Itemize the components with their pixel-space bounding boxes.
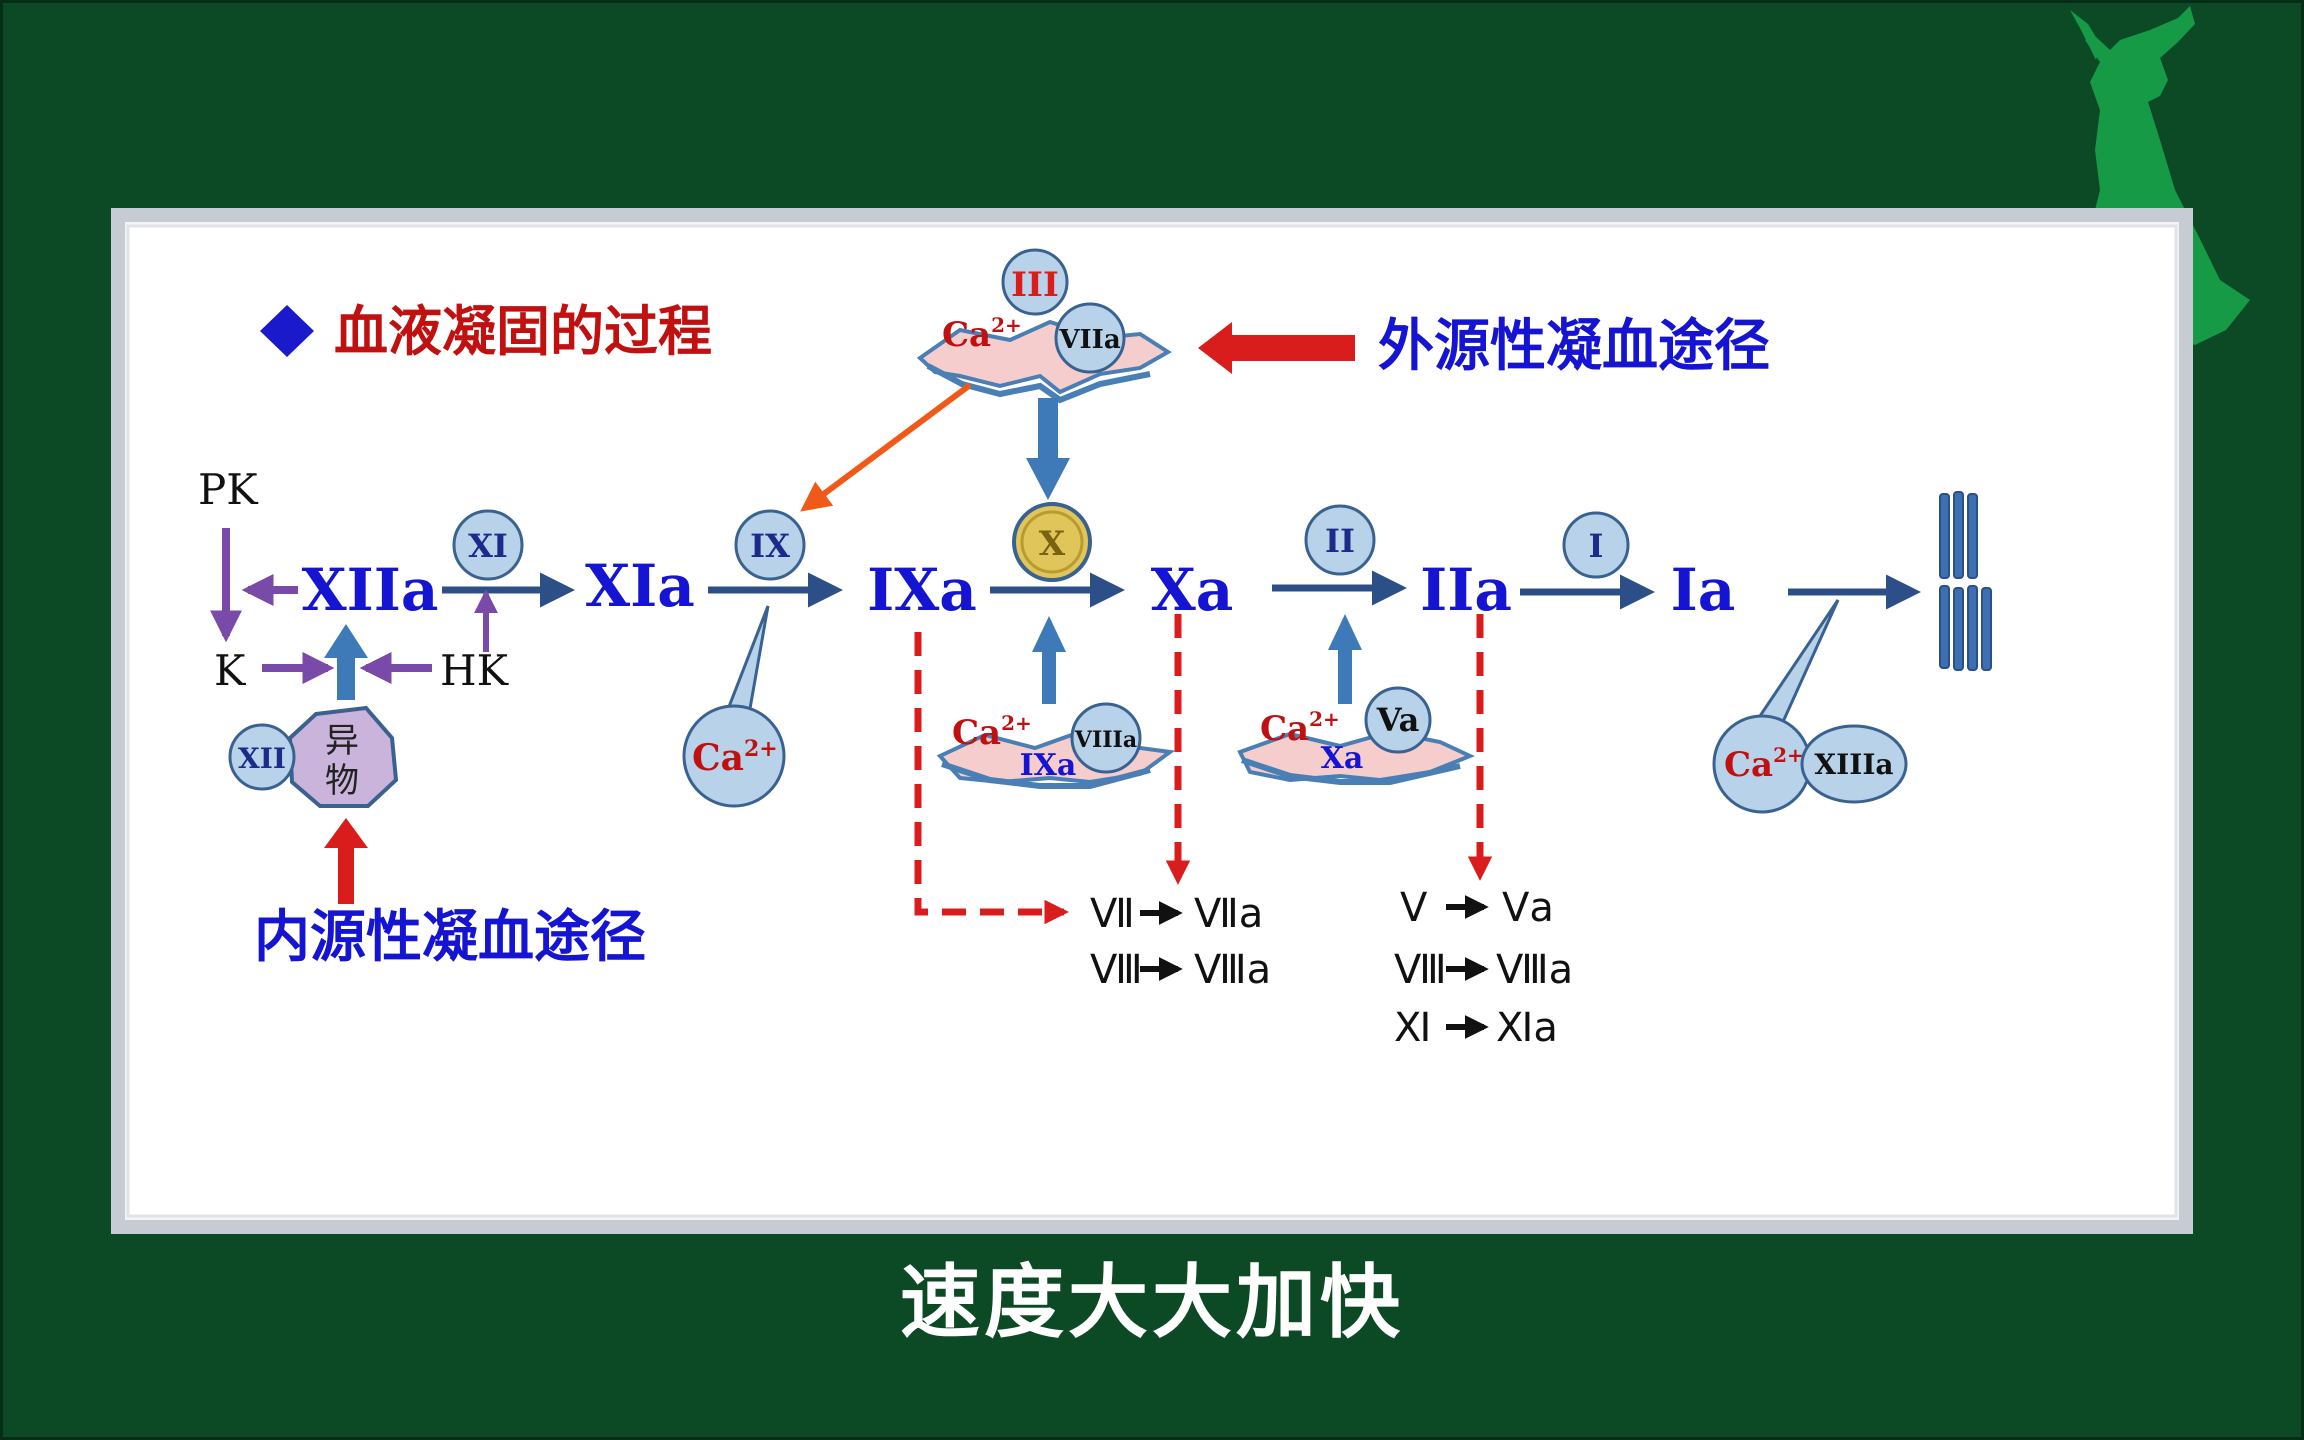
feedback-right-from-2: Ⅺ — [1394, 1005, 1431, 1051]
tenase-complex: VIIIa Ca2+ IXa — [936, 702, 1176, 789]
ca-label-prothrombinase: Ca2+ — [1260, 707, 1340, 749]
factor-xii-circle — [228, 723, 296, 791]
k-label: K — [214, 646, 247, 695]
factor-ix-circle — [734, 509, 806, 581]
feedback-ixa-dashed — [914, 632, 1069, 925]
factor-xi-circle — [452, 509, 524, 581]
blue-arrow-to-x — [1026, 398, 1070, 500]
factor-x-circle — [1012, 502, 1092, 582]
factor-xiia: XIIa — [302, 556, 439, 624]
factor-i-label: I — [1589, 527, 1604, 565]
factor-xiiia-circle — [1800, 724, 1908, 804]
factor-xia: XIa — [585, 552, 695, 620]
ca-bubble-circle-1 — [682, 704, 786, 808]
ca-bubble-label-1: Ca2+ — [692, 736, 778, 779]
extrinsic-arrow — [1198, 322, 1355, 374]
feedback-right-to-1: Ⅷa — [1496, 947, 1573, 993]
ca-bubble-label-2: Ca2+ — [1724, 743, 1804, 785]
factor-x-label: X — [1039, 524, 1066, 564]
feedback-left-to-0: Ⅶa — [1194, 891, 1263, 937]
fibrin-strands-icon — [1939, 491, 1992, 671]
factor-ix-label: IX — [750, 527, 790, 565]
pk-label: PK — [198, 465, 259, 514]
factor-va-circle — [1364, 686, 1432, 754]
factor-xiiia-label: XIIIa — [1814, 748, 1893, 781]
feedback-left-from-0: Ⅶ — [1090, 891, 1135, 937]
ca-label-tenase: Ca2+ — [952, 711, 1032, 753]
feedback-right-to-2: Ⅺa — [1496, 1005, 1558, 1051]
prothrombinase-xa-label: Xa — [1321, 741, 1364, 776]
video-subtitle: 速度大大加快 — [900, 1256, 1404, 1349]
feedback-right-from-0: Ⅴ — [1400, 885, 1428, 931]
hk-label: HK — [440, 646, 510, 695]
ca-label-top: Ca2+ — [942, 313, 1022, 355]
factor-iii-label: III — [1011, 265, 1059, 305]
feedback-list-left: Ⅶ Ⅶa Ⅷ Ⅷa — [1090, 891, 1271, 993]
factor-xii-label: XII — [238, 742, 286, 775]
factor-viiia-circle — [1070, 702, 1142, 774]
factor-viia-circle — [1054, 302, 1126, 374]
factor-xa: Xa — [1151, 556, 1234, 624]
blue-arrow-prothrombinase-up — [1328, 614, 1362, 704]
red-arrow-up-to-foreign-body — [324, 818, 368, 904]
foreign-body-char-2: 物 — [325, 761, 359, 801]
prothrombinase-complex: Va Ca2+ Xa — [1237, 686, 1476, 785]
slide-title: 血液凝固的过程 — [334, 299, 712, 363]
feedback-right-to-0: Ⅴa — [1502, 885, 1554, 931]
extrinsic-pathway-label: 外源性凝血途径 — [1378, 313, 1770, 379]
factor-ia: Ia — [1671, 556, 1736, 624]
feedback-list-right: Ⅴ Ⅴa Ⅷ Ⅷa Ⅺ Ⅺa — [1394, 885, 1573, 1051]
factor-ii-label: II — [1325, 522, 1355, 560]
feedback-left-to-1: Ⅷa — [1194, 947, 1271, 993]
blue-arrow-up-to-xiia — [324, 624, 368, 700]
diamond-bullet-icon — [260, 305, 314, 357]
blue-arrow-tenase-up — [1032, 616, 1066, 704]
factor-xi-label: XI — [468, 527, 508, 565]
feedback-right-from-1: Ⅷ — [1394, 947, 1447, 993]
factor-va-label: Va — [1376, 701, 1420, 739]
intrinsic-pathway-label: 内源性凝血途径 — [254, 904, 646, 970]
factor-viia-label: VIIa — [1058, 325, 1120, 355]
factor-iii-circle — [1001, 248, 1069, 316]
orange-arrow-to-ix — [800, 382, 972, 512]
factor-viiia-label: VIIIa — [1074, 727, 1137, 753]
factor-iia: IIa — [1420, 556, 1512, 624]
foreign-body-char-1: 异 — [325, 721, 359, 761]
tissue-factor-complex: III VIIa Ca2+ — [916, 248, 1172, 404]
factor-ixa: IXa — [867, 556, 977, 624]
factor-ii-circle — [1304, 504, 1376, 576]
feedback-left-from-1: Ⅷ — [1090, 947, 1143, 993]
factor-i-circle — [1562, 511, 1630, 579]
tenase-ixa-label: IXa — [1020, 748, 1077, 783]
